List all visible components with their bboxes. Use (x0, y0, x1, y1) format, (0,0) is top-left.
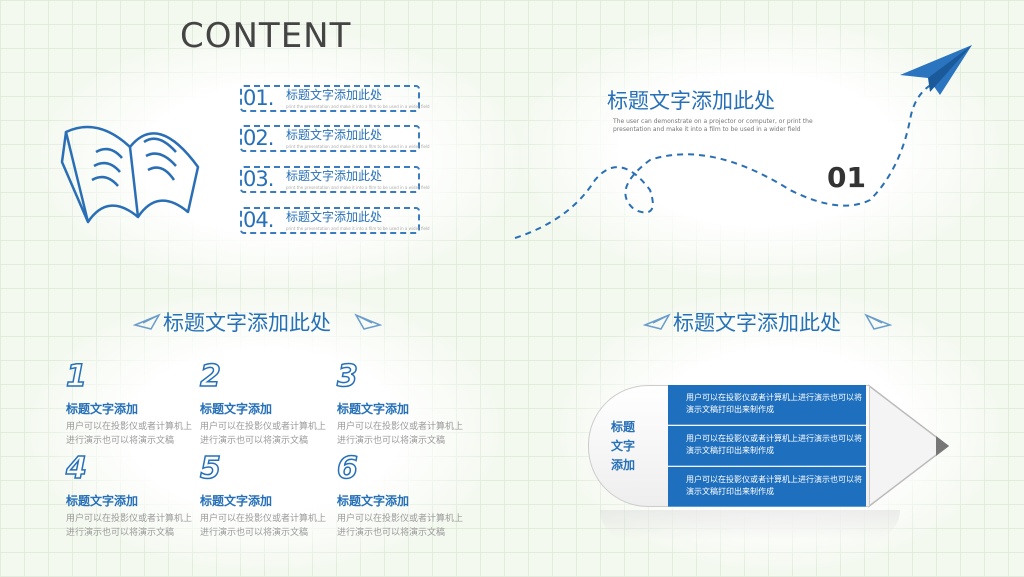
paper-plane-icon (643, 313, 671, 330)
feature-title: 标题文字添加 (200, 494, 273, 508)
feature-desc: 用户可以在投影仪或者计算机上进行演示也可以将演示文稿 (66, 514, 193, 538)
toc-number: 04. (243, 208, 274, 232)
pencil-label: 标题文字添加 (610, 420, 635, 472)
feature-desc: 用户可以在投影仪或者计算机上进行演示也可以将演示文稿 (200, 514, 327, 538)
feature-number: 3 (336, 358, 358, 395)
toc-item[interactable]: 01. 标题文字添加此处 print the presentation and ma… (240, 85, 430, 112)
feature-number: 5 (199, 450, 221, 487)
toc-number: 02. (243, 126, 274, 150)
feature-desc: 用户可以在投影仪或者计算机上进行演示也可以将演示文稿 (66, 422, 193, 446)
pencil-tip-outline (867, 384, 950, 508)
toc-title: 标题文字添加此处 (286, 128, 383, 142)
pencil-reflection (600, 510, 900, 540)
section1-title: 标题文字添加此处 (607, 89, 775, 113)
pencil-tip (868, 385, 948, 507)
pencil-row: 用户可以在投影仪或者计算机上进行演示也可以将演示文稿打印出来制作成 (668, 385, 866, 425)
toc-title: 标题文字添加此处 (286, 88, 383, 102)
toc-subtitle: print the presentation and make it into … (286, 104, 430, 109)
section2-title: 标题文字添加此处 (163, 311, 331, 335)
feature-number: 2 (199, 358, 221, 395)
feature-item: 3 标题文字添加用户可以在投影仪或者计算机上进行演示也可以将演示文稿 (336, 358, 467, 448)
feature-number: 4 (65, 450, 87, 487)
feature-title: 标题文字添加 (337, 402, 410, 416)
toc-item[interactable]: 04. 标题文字添加此处 print the presentation and ma… (240, 207, 430, 234)
paper-plane-icon (133, 313, 161, 330)
feature-item: 2 标题文字添加用户可以在投影仪或者计算机上进行演示也可以将演示文稿 (199, 358, 330, 448)
paper-plane-icon (864, 313, 892, 330)
feature-number: 6 (336, 450, 358, 487)
toc-title: 标题文字添加此处 (286, 169, 383, 183)
feature-desc: 用户可以在投影仪或者计算机上进行演示也可以将演示文稿 (200, 422, 327, 446)
toc-item[interactable]: 03. 标题文字添加此处 print the presentation and ma… (240, 166, 430, 193)
toc-subtitle: print the presentation and make it into … (286, 185, 430, 190)
feature-title: 标题文字添加 (200, 402, 273, 416)
paper-plane-icon (354, 313, 382, 330)
pencil-row: 用户可以在投影仪或者计算机上进行演示也可以将演示文稿打印出来制作成 (668, 467, 866, 507)
toc-title: 标题文字添加此处 (286, 210, 383, 224)
feature-item: 1 标题文字添加用户可以在投影仪或者计算机上进行演示也可以将演示文稿 (65, 358, 196, 448)
feature-item: 6 标题文字添加用户可以在投影仪或者计算机上进行演示也可以将演示文稿 (336, 450, 467, 540)
section1-subtitle: The user can demonstrate on a projector … (613, 118, 813, 133)
feature-desc: 用户可以在投影仪或者计算机上进行演示也可以将演示文稿 (337, 514, 464, 538)
paper-plane-path-icon (514, 45, 972, 239)
toc-item[interactable]: 02. 标题文字添加此处 print the presentation and ma… (240, 125, 430, 152)
pencil-row: 用户可以在投影仪或者计算机上进行演示也可以将演示文稿打印出来制作成 (668, 426, 866, 466)
toc-subtitle: print the presentation and make it into … (286, 226, 430, 231)
toc-subtitle: print the presentation and make it into … (286, 144, 430, 149)
content-title: CONTENT (180, 16, 352, 56)
feature-title: 标题文字添加 (66, 402, 139, 416)
section3-title: 标题文字添加此处 (673, 311, 841, 335)
open-book-icon (60, 125, 200, 224)
feature-number: 1 (65, 358, 87, 395)
toc-number: 01. (243, 86, 274, 110)
feature-title: 标题文字添加 (337, 494, 410, 508)
feature-desc: 用户可以在投影仪或者计算机上进行演示也可以将演示文稿 (337, 422, 464, 446)
feature-item: 5 标题文字添加用户可以在投影仪或者计算机上进行演示也可以将演示文稿 (199, 450, 330, 540)
toc-number: 03. (243, 167, 274, 191)
feature-title: 标题文字添加 (66, 494, 139, 508)
section1-number: 01 (827, 161, 866, 194)
feature-item: 4 标题文字添加用户可以在投影仪或者计算机上进行演示也可以将演示文稿 (65, 450, 196, 540)
